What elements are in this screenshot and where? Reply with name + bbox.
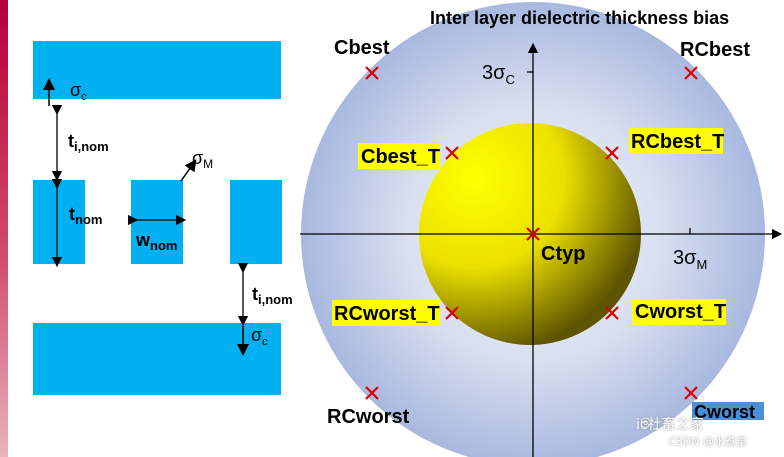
ti-nom-top-label: ti,nom [68,131,109,154]
sigma-c-bottom-label: σc [251,325,268,348]
x-tick-label: 3σM [673,247,707,272]
rcworst-t-highlight [332,300,440,326]
rcbest-t-highlight [629,128,723,154]
ctyp-marker [526,227,540,241]
rcbest-t-marker [605,146,619,160]
rcworst-label: RCworst [327,406,410,428]
cbest-marker [365,66,379,80]
rcworst-marker [365,386,379,400]
cworst-t-label: Cworst_T [635,301,726,323]
cworst-label: Cworst [694,402,755,422]
side-accent-strip [0,0,8,457]
rcbest-label: RCbest [680,39,750,61]
cworst-t-highlight [632,299,726,325]
corner-markers [365,66,698,400]
bottom-metal-layer [33,323,281,395]
cbest-label: Cbest [334,37,390,59]
sigma-m-arrow [180,159,197,182]
watermark-sub: CSDN @水煮皇 [668,435,747,448]
w-nom-label: wnom [135,230,177,253]
sigma-c-top-label: σc [70,80,87,103]
cworst-t-marker [605,306,619,320]
watermark-main: ic社畜之家 [636,417,704,433]
cbest-t-highlight [358,143,440,169]
cworst-highlight [692,402,764,420]
rcbest-t-label: RCbest_T [631,131,724,153]
rcbest-marker [684,66,698,80]
top-metal-layer [33,41,281,99]
cbest-t-label: Cbest_T [361,146,440,168]
cbest-t-marker [445,146,459,160]
rcworst-t-marker [445,306,459,320]
diagram-title: Inter layer dielectric thickness bias [430,8,729,28]
cworst-marker [684,386,698,400]
t-nom-label: tnom [69,204,102,227]
rcworst-t-label: RCworst_T [334,303,440,325]
ti-nom-bottom-label: ti,nom [252,284,293,307]
ctyp-label: Ctyp [541,243,585,265]
sigma-m-label: σM [192,148,213,171]
y-tick-label: 3σC [482,62,515,87]
middle-wire-right [230,180,282,264]
wechat-icon: ◎ [640,414,652,429]
